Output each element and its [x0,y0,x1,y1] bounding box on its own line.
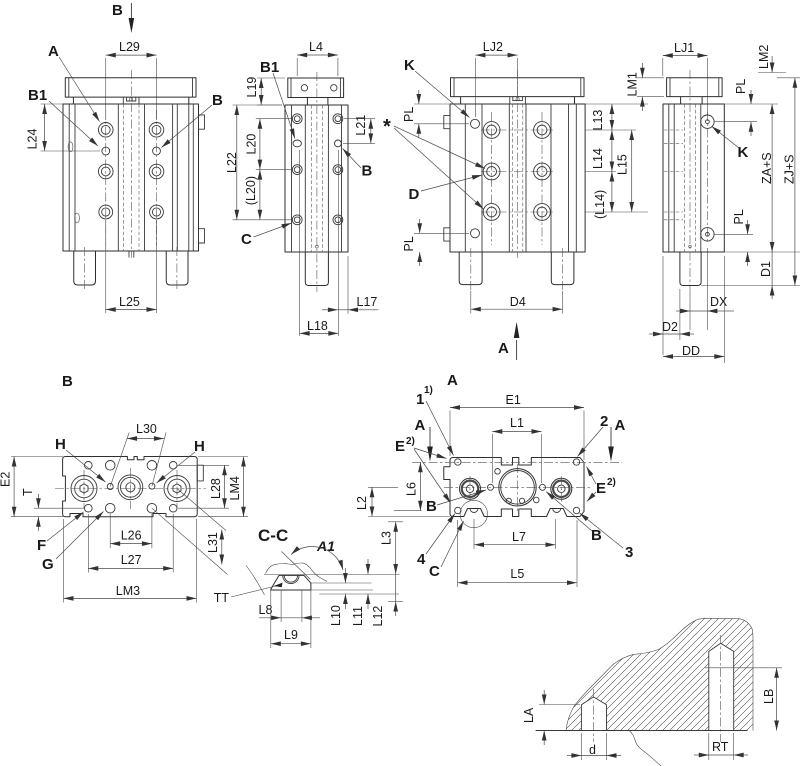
svg-text:LB: LB [762,689,776,704]
svg-text:L25: L25 [119,295,140,309]
svg-text:TT: TT [214,591,230,605]
svg-text:L15: L15 [616,154,630,175]
svg-text:L6: L6 [405,482,419,496]
svg-text:L19: L19 [245,77,259,98]
svg-text:C: C [241,231,252,248]
svg-text:F: F [37,537,46,554]
svg-text:T: T [21,488,35,496]
svg-text:PL: PL [402,236,416,251]
svg-text:B: B [112,2,123,19]
svg-text:2): 2) [406,436,415,447]
svg-text:B1: B1 [260,59,279,76]
svg-text:E: E [596,480,606,497]
svg-text:C-C: C-C [258,526,288,545]
svg-text:(L20): (L20) [244,176,258,205]
svg-text:A: A [48,43,59,60]
svg-text:L12: L12 [371,606,385,627]
svg-text:L8: L8 [259,603,273,617]
svg-text:4: 4 [417,551,426,568]
svg-text:L14: L14 [591,148,605,169]
svg-text:LM4: LM4 [228,476,242,500]
svg-text:D: D [409,186,420,203]
svg-text:L9: L9 [284,628,298,642]
svg-text:L18: L18 [307,319,328,333]
svg-text:K: K [404,57,415,74]
svg-text:L1: L1 [510,416,524,430]
svg-text:PL: PL [732,209,746,224]
svg-text:LM1: LM1 [626,72,640,96]
svg-text:A: A [447,372,458,389]
svg-text:L2: L2 [355,496,369,510]
svg-text:L3: L3 [380,531,394,545]
svg-text:L28: L28 [209,478,223,499]
svg-text:A1: A1 [316,538,335,554]
svg-text:L4: L4 [309,40,323,54]
svg-text:K: K [738,144,749,161]
svg-text:L17: L17 [357,295,378,309]
svg-text:L31: L31 [206,532,220,553]
svg-text:L20: L20 [245,134,259,155]
svg-text:L11: L11 [351,606,365,626]
svg-text:L30: L30 [136,422,157,436]
svg-text:B: B [426,498,437,515]
svg-text:ZJ+S: ZJ+S [783,154,797,184]
svg-text:DX: DX [710,295,728,309]
svg-text:1: 1 [416,391,424,408]
svg-text:A: A [615,417,626,434]
svg-text:D2: D2 [662,320,678,334]
svg-text:LJ1: LJ1 [674,41,694,55]
svg-text:D1: D1 [759,261,773,277]
svg-text:(L14): (L14) [593,190,607,219]
svg-text:d: d [589,743,596,757]
svg-text:C: C [429,563,440,580]
svg-text:B: B [362,163,373,180]
svg-text:D4: D4 [510,295,526,309]
svg-text:L13: L13 [591,110,605,131]
svg-text:H: H [55,436,66,453]
svg-text:LA: LA [522,707,536,723]
svg-text:A: A [415,417,426,434]
svg-text:*: * [383,116,391,138]
svg-text:L29: L29 [119,40,140,54]
svg-text:1): 1) [424,385,433,396]
svg-text:L5: L5 [510,567,524,581]
svg-text:H: H [194,438,205,455]
svg-text:2): 2) [607,477,616,488]
svg-text:E1: E1 [506,393,521,407]
svg-text:L7: L7 [512,530,526,544]
svg-text:3: 3 [625,544,633,561]
svg-text:B: B [591,527,602,544]
svg-text:L27: L27 [121,553,142,567]
svg-text:DD: DD [682,344,700,358]
svg-text:PL: PL [734,79,748,94]
svg-text:PL: PL [402,107,416,122]
svg-text:E: E [395,438,405,455]
svg-text:LJ2: LJ2 [483,40,503,54]
svg-text:E2: E2 [0,472,13,487]
svg-text:L24: L24 [26,128,40,149]
svg-text:L10: L10 [329,605,343,626]
svg-text:2: 2 [600,413,608,430]
svg-text:A: A [498,340,509,357]
svg-text:LM2: LM2 [757,45,771,69]
svg-text:B: B [212,92,223,109]
svg-text:RT: RT [712,740,729,754]
svg-text:B: B [62,373,73,390]
svg-text:LM3: LM3 [116,584,140,598]
svg-text:B1: B1 [28,87,47,104]
svg-text:L26: L26 [121,529,142,543]
svg-text:L21: L21 [354,115,368,136]
svg-text:G: G [42,556,54,573]
